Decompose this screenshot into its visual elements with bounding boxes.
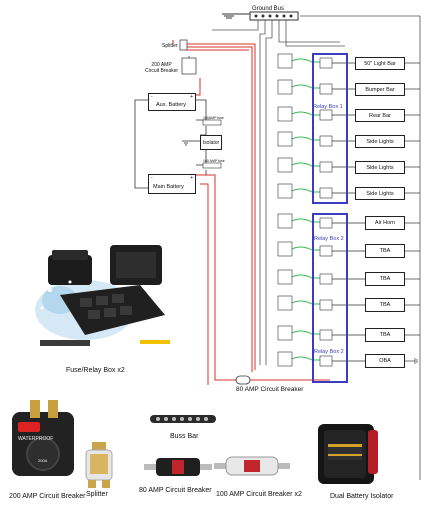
main-battery-label: Main Battery bbox=[153, 184, 184, 190]
breaker-100-photo bbox=[214, 456, 290, 476]
ground-symbol-oba bbox=[414, 358, 418, 364]
output-label: OBA bbox=[379, 358, 391, 364]
breaker-80-label: 80 AMP Circuit Breaker bbox=[236, 386, 304, 393]
output-air-horn: Air Horn bbox=[365, 216, 405, 230]
output-tba-4: TBA bbox=[365, 328, 405, 342]
fuse-relay-box-photo bbox=[35, 245, 170, 346]
output-rear-bar: Rear Bar bbox=[355, 109, 405, 122]
fuse-bottom-label: 100 AMP fuse bbox=[203, 159, 225, 163]
relay-box-1-label: Relay Box 1 bbox=[313, 104, 343, 110]
relay-box-2 bbox=[312, 213, 348, 383]
relay-symbols bbox=[319, 57, 333, 367]
output-label: Rear Bar bbox=[368, 112, 391, 119]
output-label: TBA bbox=[379, 332, 391, 338]
output-side-lights-2: Side Lights bbox=[355, 161, 405, 174]
output-tba-1: TBA bbox=[365, 244, 405, 258]
output-tba-3: TBA bbox=[365, 298, 405, 312]
output-label: TBA bbox=[379, 302, 391, 308]
output-label: Air Horn bbox=[374, 220, 396, 226]
breaker-200-label: 200 AMP Circuit Breaker bbox=[145, 62, 179, 74]
fuse-symbols bbox=[202, 119, 222, 169]
fuse-relay-box-caption: Fuse/Relay Box x2 bbox=[66, 367, 125, 374]
output-label: Side Lights bbox=[366, 164, 394, 171]
breaker-200-photo-text: WATERPROOF bbox=[18, 436, 54, 442]
output-oba: OBA bbox=[365, 354, 405, 368]
output-label: TBA bbox=[379, 276, 391, 282]
breaker-80-caption: 80 AMP Circuit Breaker bbox=[139, 487, 212, 494]
ground-symbol-isolator bbox=[182, 140, 200, 146]
output-label: Side Lights bbox=[366, 138, 394, 145]
output-side-lights-1: Side Lights bbox=[355, 135, 405, 148]
isolator-caption: Dual Battery Isolator bbox=[330, 493, 394, 500]
splitter-label: Splitter bbox=[162, 43, 178, 49]
relay-box-3-label: Relay Box 2 bbox=[314, 349, 344, 355]
ground-bus-label: Ground Bus bbox=[252, 6, 285, 12]
output-bumper-bar: Bumper Bar bbox=[355, 83, 405, 96]
splitter-caption: Splitter bbox=[86, 491, 108, 498]
isolator-photo bbox=[318, 424, 378, 484]
ground-wires bbox=[212, 15, 421, 480]
aux-minus: - bbox=[151, 94, 153, 100]
breaker-100-caption: 100 AMP Circuit Breaker x2 bbox=[216, 491, 302, 498]
ground-symbol-top bbox=[222, 13, 250, 19]
buss-bar-photo bbox=[150, 415, 216, 423]
breaker-200-photo-amp: 200A bbox=[38, 458, 48, 463]
breaker-200-symbol bbox=[181, 57, 197, 75]
relay-box-2-label: Relay Box 2 bbox=[314, 236, 344, 242]
buss-bar-caption: Buss Bar bbox=[170, 433, 199, 440]
output-label: 50" Light Bar bbox=[364, 60, 396, 67]
fuse-top-label: 100AMP fuse bbox=[203, 116, 224, 120]
relay-box-1 bbox=[312, 53, 348, 204]
aux-plus: + bbox=[190, 94, 193, 100]
positive-wires bbox=[172, 40, 330, 385]
output-label: Bumper Bar bbox=[365, 86, 395, 93]
isolator-box: Isolator bbox=[200, 135, 222, 150]
main-minus: - bbox=[151, 175, 153, 181]
breaker-200-caption: 200 AMP Circuit Breaker bbox=[9, 493, 86, 500]
output-wires bbox=[332, 62, 420, 362]
isolator-label: Isolator bbox=[202, 139, 220, 146]
output-tba-2: TBA bbox=[365, 272, 405, 286]
aux-battery-label: Aux. Battery bbox=[156, 102, 186, 108]
ground-bus bbox=[249, 11, 299, 21]
output-label: Side Lights bbox=[366, 190, 394, 197]
main-plus: + bbox=[190, 175, 193, 181]
output-side-lights-3: Side Lights bbox=[355, 187, 405, 200]
aux-battery-box: - + Aux. Battery bbox=[148, 93, 196, 111]
output-label: TBA bbox=[379, 248, 391, 254]
breaker-80-photo bbox=[144, 458, 212, 476]
breaker-80-symbol bbox=[235, 375, 251, 385]
output-light-bar: 50" Light Bar bbox=[355, 57, 405, 70]
main-battery-box: - + Main Battery bbox=[148, 174, 196, 194]
fuse-column bbox=[277, 53, 293, 367]
splitter-photo bbox=[85, 442, 113, 488]
breaker-200-photo bbox=[12, 400, 74, 476]
splitter-symbol bbox=[179, 39, 188, 51]
